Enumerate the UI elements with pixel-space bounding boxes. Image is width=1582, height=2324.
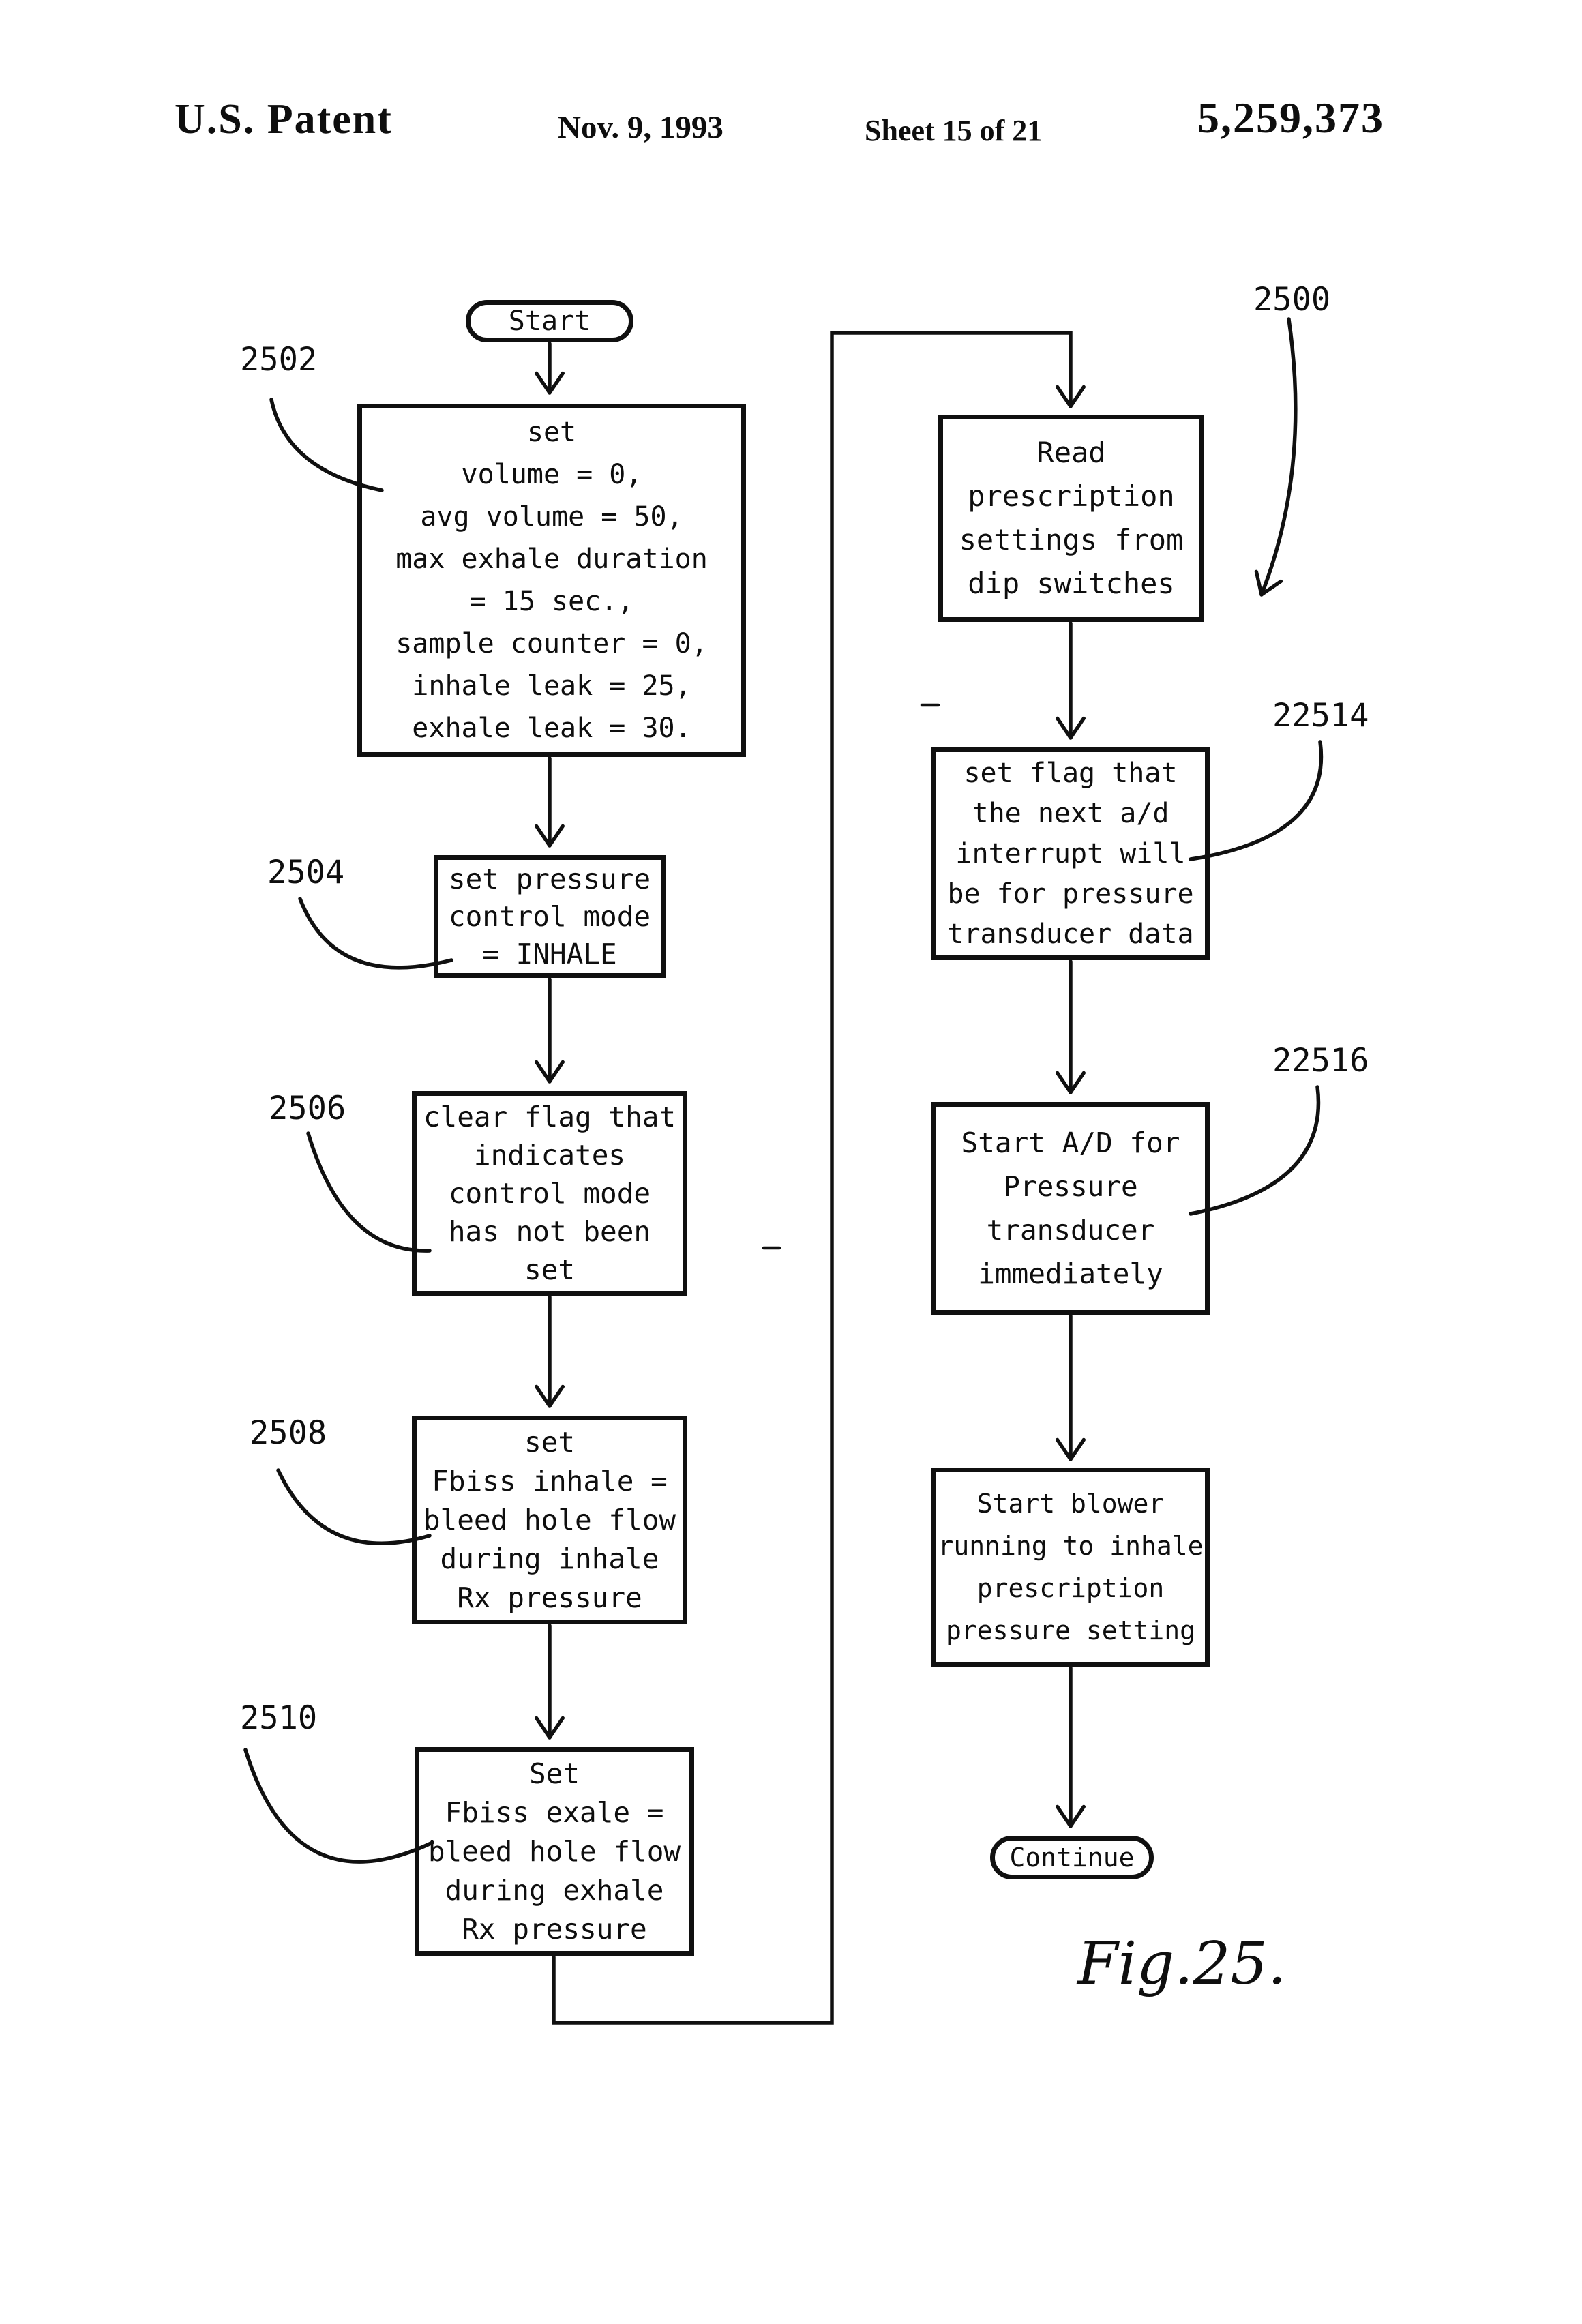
flow-box-22516: Start A/D for Pressure transducer immedi… (931, 1102, 1210, 1315)
leader-2506 (306, 1131, 432, 1253)
patent-header-number: 5,259,373 (1197, 93, 1384, 142)
flow-box-2508-text: set Fbiss inhale = bleed hole flow durin… (423, 1425, 676, 1614)
flow-box-2508: set Fbiss inhale = bleed hole flow durin… (412, 1416, 687, 1624)
flow-box-2502-text: set volume = 0, avg volume = 50, max exh… (395, 417, 708, 744)
ref-label-2510: 2510 (240, 1699, 318, 1737)
flow-box-2502: set volume = 0, avg volume = 50, max exh… (357, 404, 746, 757)
flow-box-start-blower-text: Start blower running to inhale prescript… (938, 1489, 1204, 1645)
flow-box-2510-text: Set Fbiss exale = bleed hole flow during… (428, 1757, 681, 1946)
flow-box-read-prescription-text: Read prescription settings from dip swit… (959, 436, 1184, 600)
patent-header-sheet: Sheet 15 of 21 (865, 114, 1043, 147)
flow-box-22516-text: Start A/D for Pressure transducer immedi… (961, 1127, 1180, 1290)
ref-label-2500: 2500 (1253, 281, 1331, 318)
figure-caption: Fig.25. (1077, 1930, 1287, 1998)
leader-2504 (298, 897, 453, 970)
ref-label-22516: 22516 (1272, 1042, 1369, 1079)
flow-box-2506: clear flag that indicates control mode h… (412, 1091, 687, 1296)
flow-box-read-prescription: Read prescription settings from dip swit… (938, 415, 1204, 622)
leader-22516 (1189, 1085, 1321, 1216)
ref-label-22514: 22514 (1272, 697, 1369, 734)
ref-label-2504: 2504 (267, 854, 345, 891)
flow-box-2504: set pressure control mode = INHALE (434, 855, 666, 978)
ref-label-2506: 2506 (269, 1090, 346, 1127)
flow-box-22514: set flag that the next a/d interrupt wil… (931, 747, 1210, 960)
flow-box-start-blower: Start blower running to inhale prescript… (931, 1468, 1210, 1667)
flow-box-2504-text: set pressure control mode = INHALE (448, 862, 651, 970)
ref-label-2508: 2508 (250, 1414, 327, 1452)
leader-2510 (243, 1748, 434, 1864)
leader-2508 (276, 1468, 432, 1545)
leader-arrow-2500 (1254, 317, 1298, 597)
leader-22514 (1189, 740, 1324, 861)
start-terminal-label: Start (508, 306, 591, 337)
continue-terminal: Continue (990, 1836, 1154, 1879)
connector-2510-to-read-box (552, 331, 1086, 2025)
start-terminal: Start (466, 300, 633, 342)
patent-header-title: U.S. Patent (175, 96, 393, 143)
continue-terminal-label: Continue (1009, 1843, 1135, 1873)
ref-label-2502: 2502 (240, 341, 318, 378)
flow-box-2506-text: clear flag that indicates control mode h… (423, 1101, 676, 1286)
flow-box-2510: Set Fbiss exale = bleed hole flow during… (415, 1747, 694, 1956)
patent-header-date: Nov. 9, 1993 (558, 110, 723, 145)
flow-box-22514-text: set flag that the next a/d interrupt wil… (947, 757, 1194, 950)
